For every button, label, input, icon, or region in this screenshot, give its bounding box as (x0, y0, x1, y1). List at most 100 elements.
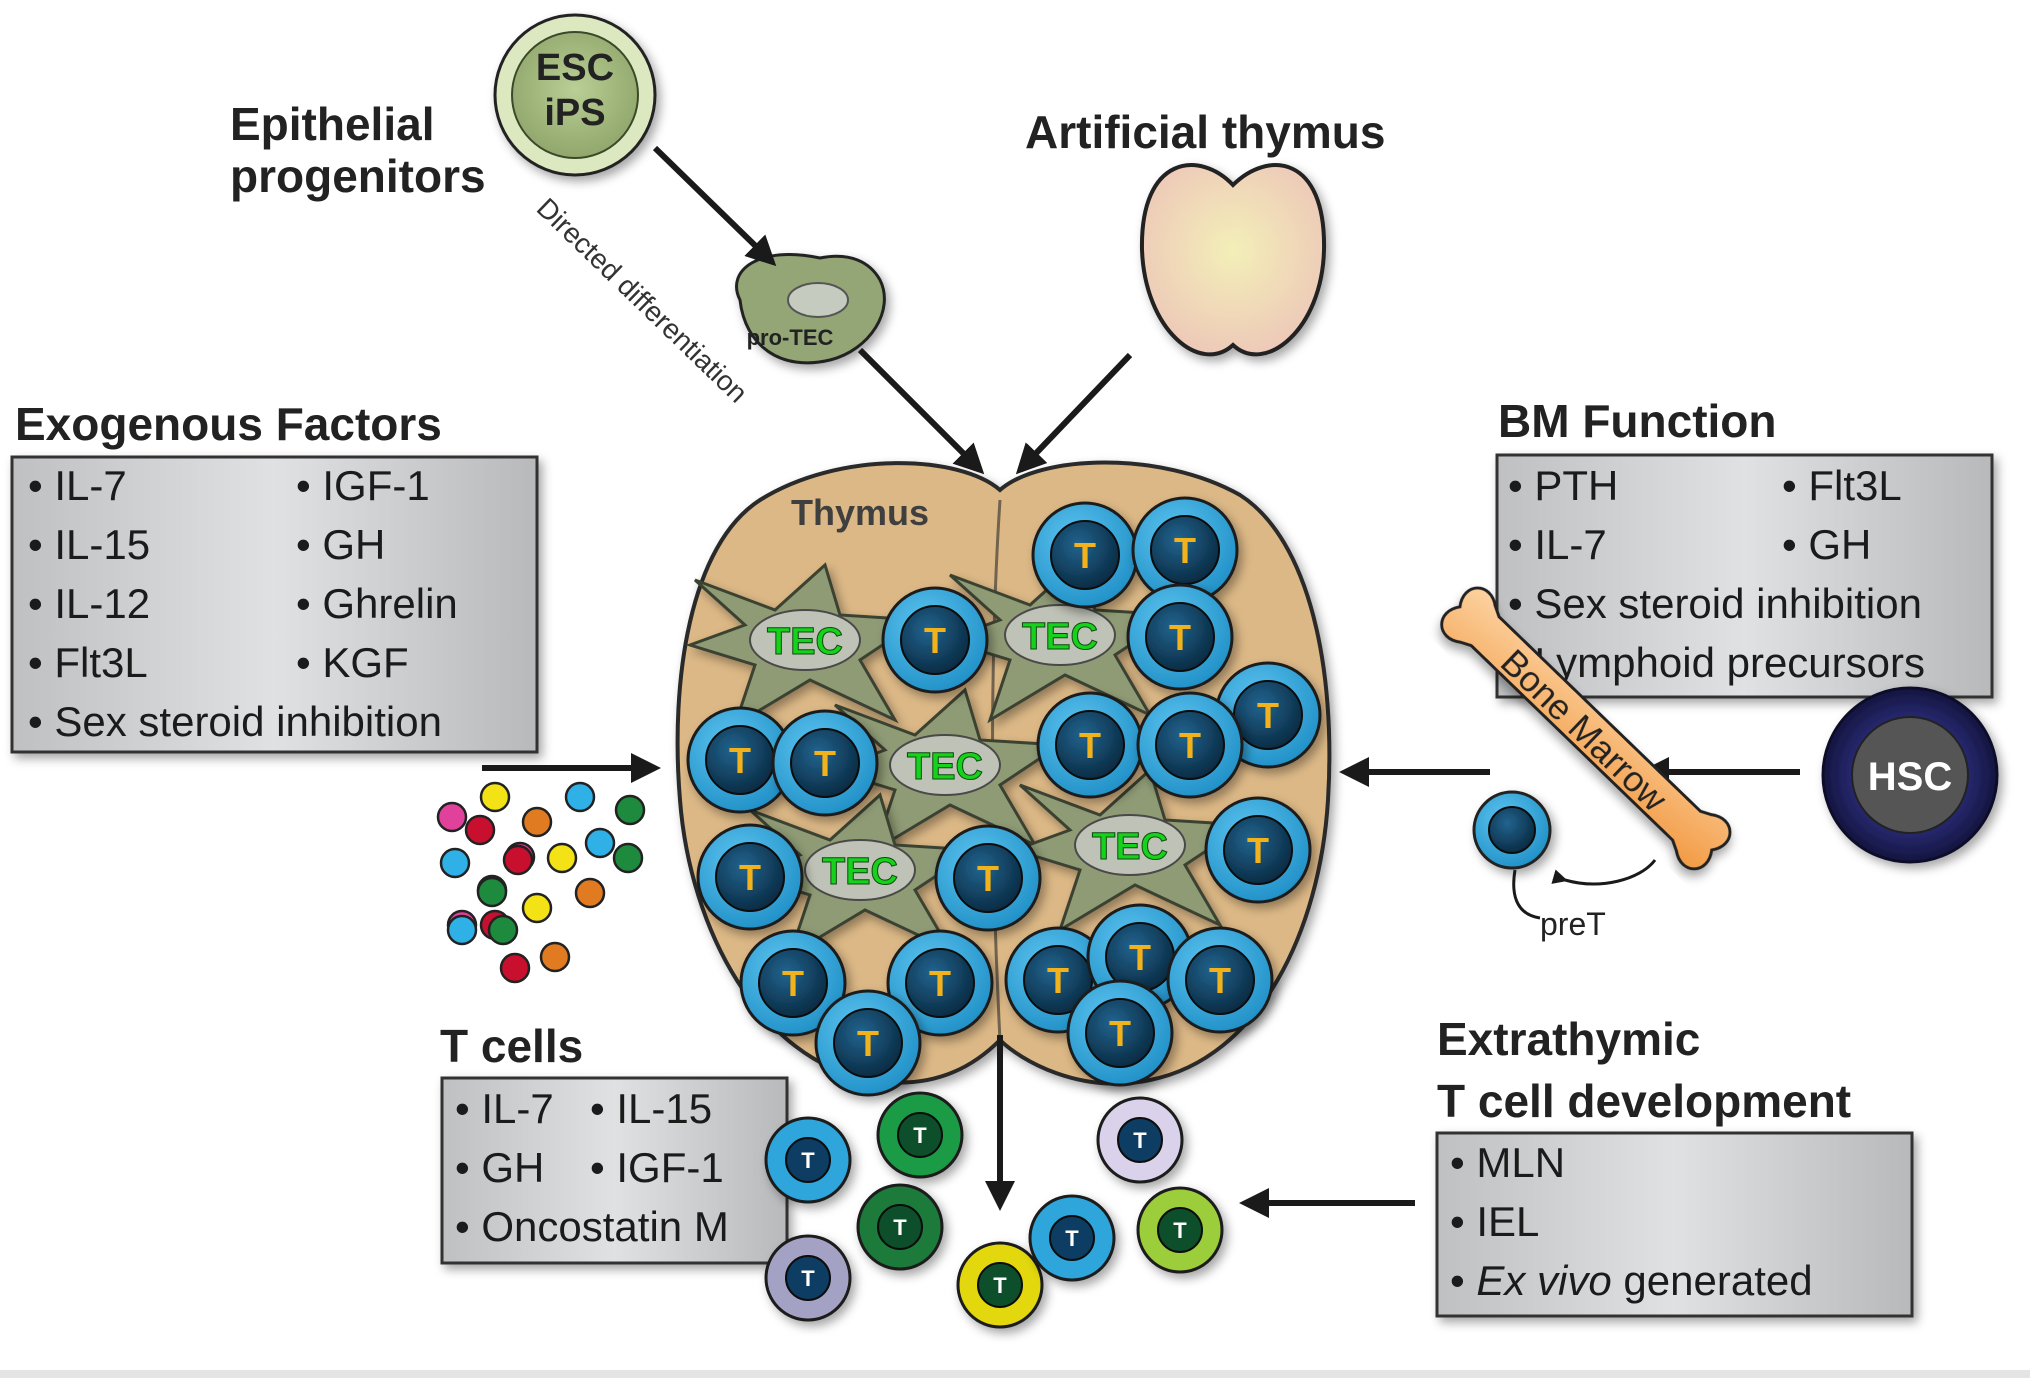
output-t-label: T (913, 1123, 927, 1148)
output-t-label: T (1133, 1128, 1147, 1153)
t-cell: T (1036, 691, 1144, 799)
t-cell-label: T (1047, 960, 1069, 1001)
esc-label: ESC (536, 47, 614, 89)
exogenous-title: Exogenous Factors (15, 398, 442, 450)
pret-cell (1472, 790, 1552, 870)
t-cell-label: T (739, 857, 761, 898)
tcells-item-2: • IL-15 (590, 1085, 712, 1132)
tcells-item-3: • GH (455, 1144, 544, 1191)
output-t-cell: T (764, 1234, 852, 1322)
t-cell: T (1031, 501, 1139, 609)
t-cell: T (1136, 691, 1244, 799)
exo-item-3: • IL-12 (28, 580, 150, 627)
factor-dot (612, 842, 644, 874)
exo-item-1: • IL-7 (28, 462, 127, 509)
output-t-label: T (1173, 1218, 1187, 1243)
t-cell-label: T (1079, 725, 1101, 766)
epithelial-title-line2: progenitors (230, 150, 486, 202)
tec-label: TEC (907, 746, 983, 788)
factor-dot (584, 827, 616, 859)
t-cell-label: T (1109, 1013, 1131, 1054)
t-cell-label: T (1179, 725, 1201, 766)
bm-item-5: • Sex steroid inhibition (1508, 580, 1922, 627)
pret-loop-arrow (1551, 859, 1657, 886)
exo-item-5: • IGF-1 (296, 462, 430, 509)
output-t-cell: T (1096, 1096, 1184, 1184)
pro-tec-label: pro-TEC (747, 325, 834, 350)
protec-to-thymus-arrow (857, 347, 985, 475)
hsc-cell (1821, 686, 1999, 864)
output-t-cells: T T T T T T T T (764, 1091, 1224, 1329)
bm-item-2: • IL-7 (1508, 521, 1607, 568)
extrathymic-title-line1: Extrathymic (1437, 1013, 1700, 1065)
extrathymic-title-line2: T cell development (1437, 1075, 1851, 1127)
artificial-thymus-group: Artificial thymus (1015, 106, 1385, 475)
t-cell-label: T (1257, 695, 1279, 736)
t-cell: T (1004, 926, 1112, 1034)
bm-item-3: • Flt3L (1782, 462, 1902, 509)
pret-label: preT (1540, 906, 1606, 942)
tec-cell: TEC (825, 687, 1065, 854)
artificial-thymus-shape (1139, 163, 1327, 357)
output-t-cell: T (876, 1091, 964, 1179)
tec-cell: TEC (740, 792, 980, 959)
extra-item-3: • Ex vivo generated (1450, 1257, 1813, 1304)
t-cell-label: T (729, 740, 751, 781)
tcells-item-1: • IL-7 (455, 1085, 554, 1132)
factor-dot (564, 781, 596, 813)
output-t-cell: T (1136, 1186, 1224, 1274)
output-t-label: T (1065, 1226, 1079, 1251)
bm-box (1495, 453, 1994, 699)
thymus-label: Thymus (791, 492, 929, 533)
factor-dots (436, 781, 646, 984)
pret-pointer-line (1512, 869, 1541, 920)
t-cell-label: T (814, 743, 836, 784)
output-t-cell: T (956, 1241, 1044, 1329)
factor-dot (436, 801, 468, 833)
factor-dot (521, 806, 553, 838)
bm-item-6: • Lymphoid precursors (1508, 639, 1925, 686)
exogenous-box (10, 455, 539, 754)
esc-ips-cell (493, 13, 657, 177)
directed-differentiation-label: Directed differentiation (531, 192, 754, 409)
t-cell-label: T (1209, 960, 1231, 1001)
tcells-item-5: • Oncostatin M (455, 1203, 729, 1250)
output-t-label: T (801, 1266, 815, 1291)
t-cell: T (886, 929, 994, 1037)
tec-label: TEC (1022, 616, 1098, 658)
tec-cell: TEC (940, 557, 1180, 724)
exo-item-2: • IL-15 (28, 521, 150, 568)
t-cell: T (686, 706, 794, 814)
factor-dot (502, 844, 534, 876)
t-cell-label: T (1169, 617, 1191, 658)
output-t-cell: T (764, 1116, 852, 1204)
factor-dot (546, 842, 578, 874)
t-cell-label: T (1247, 830, 1269, 871)
exo-item-9: • Sex steroid inhibition (28, 698, 442, 745)
hsc-label: HSC (1868, 755, 1952, 799)
factor-dot (446, 914, 478, 946)
factor-dot (464, 814, 496, 846)
t-cell-label: T (929, 963, 951, 1004)
t-cell: T (1166, 926, 1274, 1034)
extrathymic-box (1435, 1131, 1914, 1318)
bm-title: BM Function (1498, 395, 1777, 447)
t-cell: T (771, 709, 879, 817)
exogenous-factors-group: Exogenous Factors • IL-7 • IL-15 • IL-12… (10, 398, 661, 984)
output-t-label: T (993, 1273, 1007, 1298)
factor-dot (479, 781, 511, 813)
extra-item-1: • MLN (1450, 1139, 1565, 1186)
factor-dot (439, 847, 471, 879)
artificial-thymus-title: Artificial thymus (1025, 106, 1385, 158)
t-cell-label: T (1129, 937, 1151, 978)
tec-label: TEC (1092, 826, 1168, 868)
bm-function-group: BM Function • PTH • IL-7 • Flt3L • GH • … (1339, 395, 1999, 942)
tcells-title: T cells (440, 1020, 583, 1072)
t-cell-label: T (1174, 530, 1196, 571)
exo-item-7: • Ghrelin (296, 580, 458, 627)
output-t-label: T (893, 1215, 907, 1240)
tec-label: TEC (767, 621, 843, 663)
